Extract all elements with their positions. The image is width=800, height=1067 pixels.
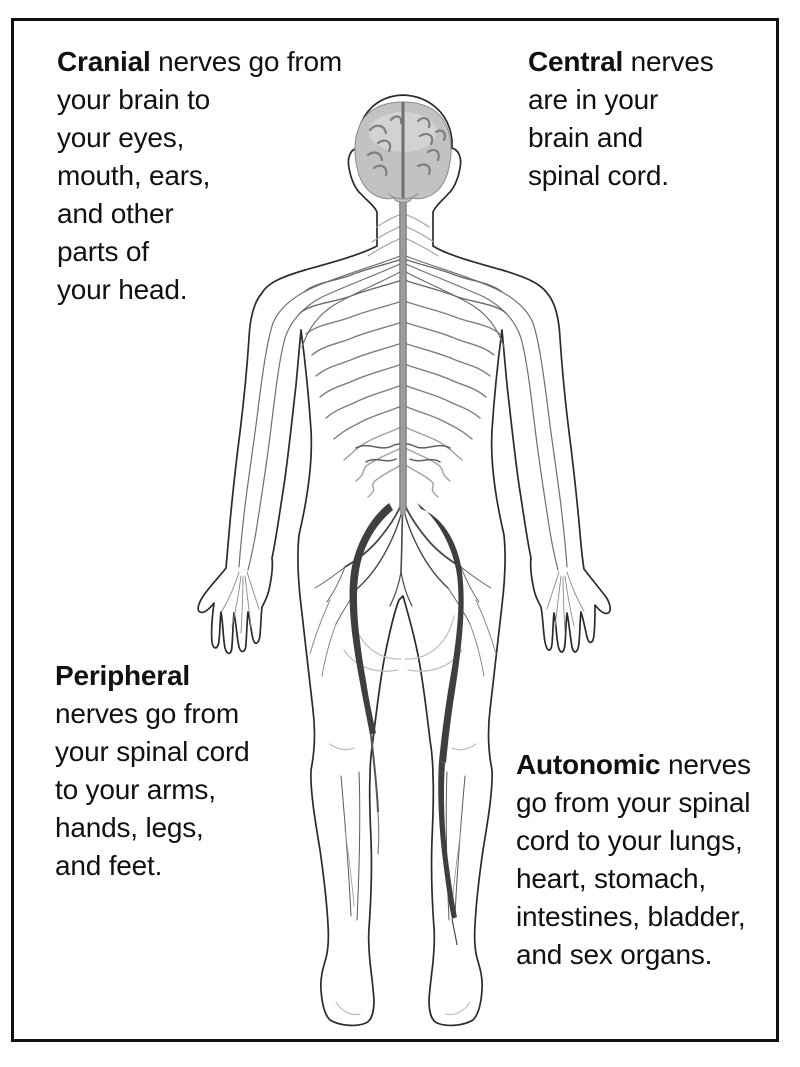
label-central-rest: nerves — [623, 46, 714, 77]
label-central-line: brain and — [528, 122, 643, 153]
intercostal-nerves — [299, 259, 507, 498]
body-outline — [197, 94, 612, 1027]
label-peripheral-line: nerves go from — [55, 698, 239, 729]
label-central-line: spinal cord. — [528, 160, 669, 191]
label-cranial-line: your head. — [57, 274, 188, 305]
label-central: Central nerves are in your brain and spi… — [528, 43, 714, 195]
label-peripheral-line: to your arms, — [55, 774, 216, 805]
label-peripheral-headline: Peripheral — [55, 657, 249, 695]
label-autonomic-headline: Autonomic nerves — [516, 746, 751, 784]
label-peripheral: Peripheral nerves go from your spinal co… — [55, 657, 250, 885]
body-silhouette — [197, 94, 612, 1027]
label-cranial-line: mouth, ears, — [57, 160, 211, 191]
label-autonomic-line: intestines, bladder, — [516, 901, 746, 932]
spinal-cord — [399, 192, 407, 516]
label-cranial: Cranial nerves go from your brain to you… — [57, 43, 342, 309]
label-autonomic-line: go from your spinal — [516, 787, 751, 818]
hand-nerve-fan — [221, 571, 585, 634]
label-central-line: are in your — [528, 84, 659, 115]
label-peripheral-line: and feet. — [55, 850, 163, 881]
cervical-nerves — [367, 214, 439, 257]
label-peripheral-line: your spinal cord — [55, 736, 250, 767]
label-autonomic-line: cord to your lungs, — [516, 825, 743, 856]
term-cranial: Cranial — [57, 46, 151, 77]
label-cranial-rest: nerves go from — [150, 46, 343, 77]
label-autonomic-rest: nerves — [660, 749, 751, 780]
sciatic-nerves — [349, 503, 464, 946]
arm-nerves — [221, 255, 585, 634]
label-autonomic: Autonomic nerves go from your spinal cor… — [516, 746, 751, 974]
label-cranial-line: your brain to — [57, 84, 211, 115]
term-peripheral: Peripheral — [55, 660, 190, 691]
label-cranial-line: and other — [57, 198, 174, 229]
term-autonomic: Autonomic — [516, 749, 661, 780]
label-autonomic-line: and sex organs. — [516, 939, 713, 970]
label-autonomic-line: heart, stomach, — [516, 863, 706, 894]
label-cranial-line: your eyes, — [57, 122, 185, 153]
label-central-headline: Central nerves — [528, 43, 714, 81]
brain — [354, 101, 452, 203]
label-cranial-line: parts of — [57, 236, 149, 267]
label-cranial-headline: Cranial nerves go from — [57, 43, 342, 81]
brain-gyri — [366, 115, 446, 177]
cerebellum-line — [387, 192, 419, 200]
label-peripheral-line: hands, legs, — [55, 812, 204, 843]
term-central: Central — [528, 46, 624, 77]
